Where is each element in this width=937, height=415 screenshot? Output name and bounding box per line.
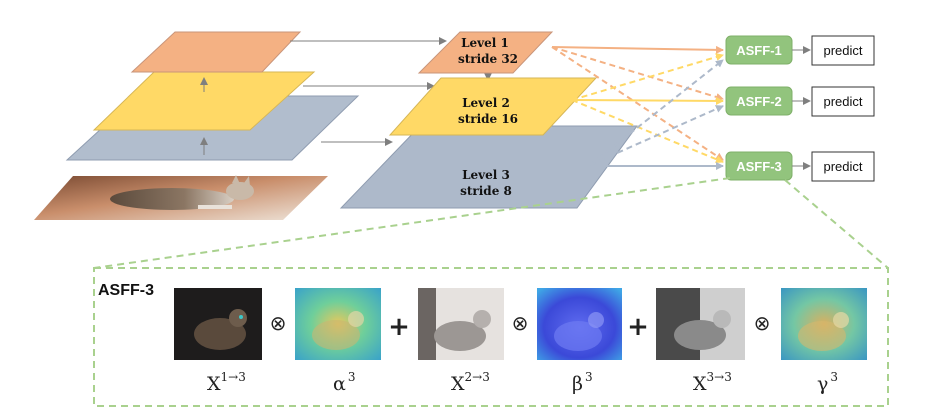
lateral-connections — [290, 37, 492, 153]
thumb-x2-to-3 — [418, 288, 504, 360]
input-cat-image — [34, 175, 328, 220]
predict-1-label: predict — [823, 43, 862, 58]
level-2-plane — [388, 77, 598, 136]
level-3-plane — [339, 125, 638, 209]
thumb-x1-to-3 — [174, 288, 262, 360]
term-x1-to-3: X1→3 — [207, 370, 246, 395]
predict-2-box: predict — [811, 86, 875, 117]
term-x3-to-3: X3→3 — [693, 370, 732, 395]
predict-2-label: predict — [823, 94, 862, 109]
term-x2-to-3: X2→3 — [451, 370, 490, 395]
thumb-gamma-3 — [781, 288, 867, 360]
level-3-label-line2: stride 8 — [460, 184, 512, 198]
asff-3-block: ASFF-3 — [725, 151, 793, 181]
asff-1-block: ASFF-1 — [725, 35, 793, 65]
asff-3-label: ASFF-3 — [736, 159, 782, 174]
level-3-label-line1: Level 3 — [462, 168, 510, 182]
plus-operator-1: + — [388, 312, 410, 342]
predict-1-box: predict — [811, 35, 875, 66]
level-1-label-line1: Level 1 — [461, 36, 509, 50]
zoom-line-right — [784, 179, 889, 269]
level-2-label-line1: Level 2 — [462, 96, 510, 110]
backbone-layer-orange — [130, 31, 302, 73]
fusion-connections — [551, 45, 724, 170]
asff-2-block: ASFF-2 — [725, 86, 793, 116]
detail-panel-title: ASFF-3 — [98, 282, 154, 299]
predict-3-box: predict — [811, 151, 875, 182]
otimes-operator-2: ⊗ — [512, 311, 529, 335]
level-1-label-line2: stride 32 — [458, 52, 518, 66]
thumb-x3-to-3 — [656, 288, 745, 360]
plus-operator-2: + — [627, 312, 649, 342]
thumb-alpha-3 — [295, 288, 381, 360]
backbone-stack — [34, 31, 360, 220]
level-2-label-line2: stride 16 — [458, 112, 518, 126]
asff-2-label: ASFF-2 — [736, 94, 782, 109]
otimes-operator-3: ⊗ — [754, 311, 771, 335]
thumb-beta-3 — [537, 288, 622, 360]
level-1-plane — [417, 31, 554, 74]
otimes-operator-1: ⊗ — [270, 311, 287, 335]
feature-pyramid — [339, 31, 638, 209]
predict-3-label: predict — [823, 159, 862, 174]
asff-1-label: ASFF-1 — [736, 43, 782, 58]
